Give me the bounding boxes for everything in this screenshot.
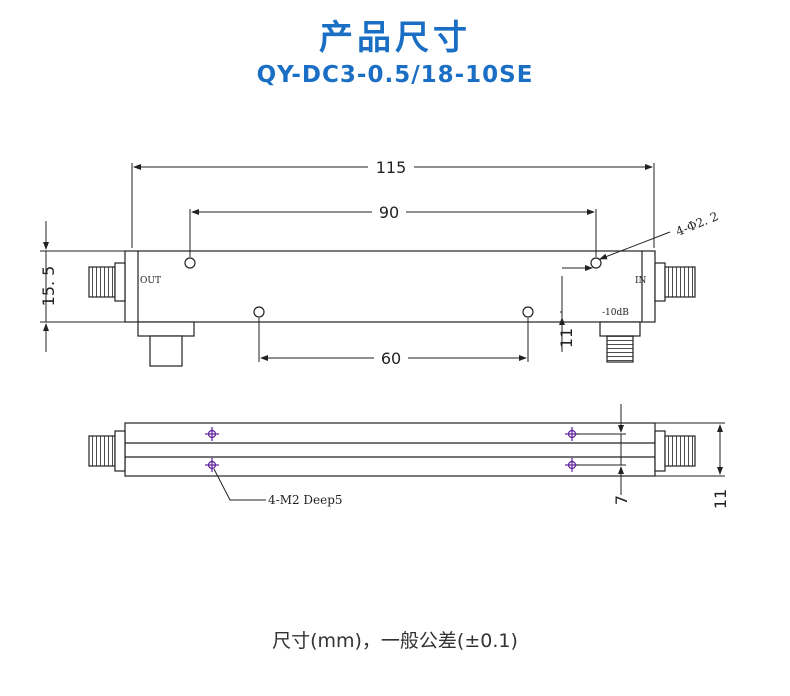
dim-hole-offset-label: 11	[557, 328, 576, 348]
dim-length-label: 115	[376, 158, 407, 177]
sma-connector-left-side	[88, 430, 126, 472]
top-view	[88, 250, 696, 367]
top-view-dimensions	[40, 163, 671, 362]
coupler-body-top	[124, 250, 656, 323]
dim-screw-spacing-label: 7	[612, 495, 631, 505]
thread-callout-label: 4-M2 Deep5	[268, 493, 343, 507]
coupler-body-side	[124, 422, 656, 477]
sma-connector-left	[88, 262, 126, 302]
thread-hole	[205, 427, 219, 441]
side-view	[88, 422, 696, 477]
coupling-label: -10dB	[602, 308, 629, 318]
thread-hole	[205, 458, 219, 472]
page-title: 产品尺寸	[319, 18, 471, 58]
mount-hole	[253, 306, 265, 318]
model-number: QY-DC3-0.5/18-10SE	[256, 62, 534, 88]
load-terminator	[137, 321, 195, 367]
side-view-dimensions	[213, 404, 725, 501]
port-out-label: OUT	[140, 276, 161, 286]
mount-hole	[522, 306, 534, 318]
sma-connector-right	[654, 262, 696, 302]
mount-hole	[590, 257, 602, 269]
dim-hole-spacing-top-label: 90	[379, 203, 399, 222]
sma-connector-coupled	[599, 321, 641, 363]
dim-hole-spacing-bottom-label: 60	[381, 349, 401, 368]
port-in-label: IN	[635, 276, 647, 286]
sma-connector-right-side	[654, 430, 696, 472]
dim-thickness-label: 11	[711, 489, 730, 509]
mount-hole	[184, 257, 196, 269]
tolerance-note: 尺寸(mm)，一般公差(±0.1)	[272, 630, 518, 652]
hole-callout-label: 4-Φ2. 2	[674, 209, 720, 239]
dim-height-label: 15. 5	[39, 266, 58, 307]
